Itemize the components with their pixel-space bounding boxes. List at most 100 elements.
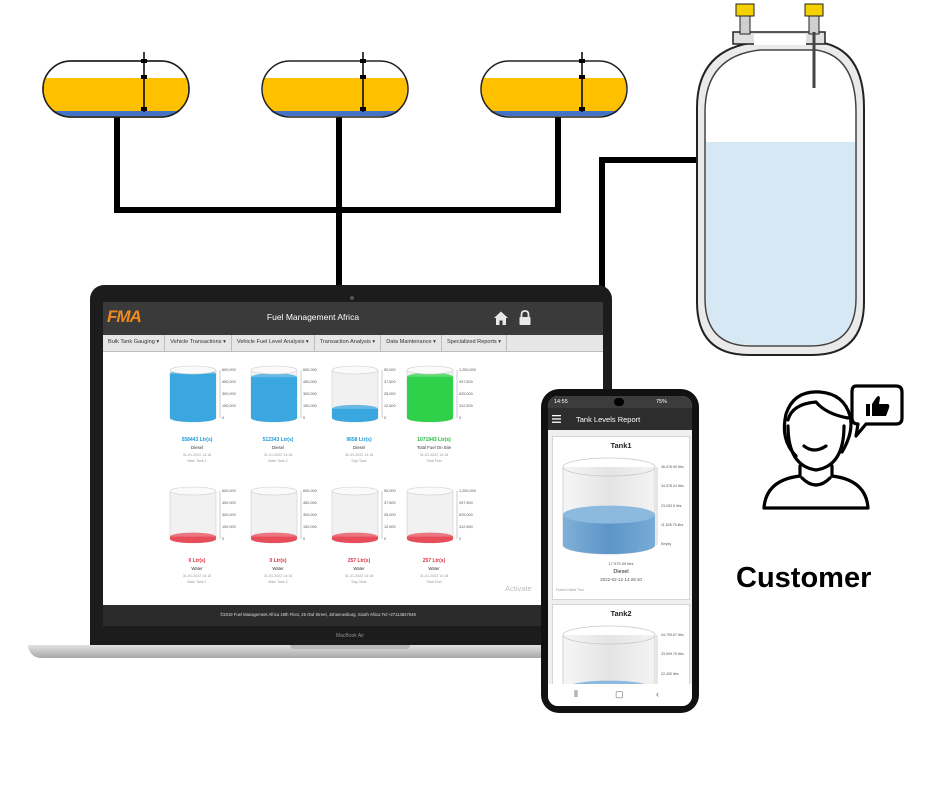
tank-card-title: Tank2	[610, 609, 632, 618]
tank-tick-label: 25,000	[384, 392, 396, 396]
tank-tick-label: 37,500	[384, 501, 396, 505]
laptop-screen: FMA Fuel Management Africa Bulk Tank Gau…	[103, 302, 603, 626]
tank-tick-label: 450,000	[222, 380, 236, 384]
tank-card-2: Tank2 44,799.67 litrs 33,599.75 litrs 22…	[552, 604, 690, 703]
tank-tick-label: 37,500	[384, 380, 396, 384]
tank-tick-label: 0	[303, 416, 306, 420]
tank-tick-label: 625,000	[459, 392, 473, 396]
tank-cylinder	[169, 486, 221, 544]
tank-tick-label: 0	[459, 416, 462, 420]
phone-time: 14:55	[554, 399, 568, 405]
nav-data-maintenance[interactable]: Data Maintenance ▾	[381, 335, 442, 351]
tank-date: 31-01-2022 14:18	[419, 453, 449, 457]
tank-tick-label: 312,500	[459, 525, 473, 529]
tank-tick-label: 25,000	[384, 513, 396, 517]
tank-name: Main Tank 2	[268, 459, 288, 463]
customer-icon	[762, 384, 904, 510]
tank-date: 31-01-2022 14:18	[344, 574, 374, 578]
tank-tick-label: 150,000	[303, 525, 317, 529]
tank-name: Total Fuel	[426, 580, 442, 584]
tank2-tick-1: 44,799.67 litrs	[661, 633, 684, 637]
tank-tick-label: 0	[459, 537, 462, 541]
back-button[interactable]: ‹	[656, 689, 659, 699]
laptop-notch	[290, 645, 410, 649]
home-icon[interactable]	[493, 310, 509, 326]
tank-type: Total Fuel On Site	[416, 445, 452, 450]
app-title: Fuel Management Africa	[266, 312, 360, 322]
tank-cylinder	[331, 486, 383, 544]
tank-tick-label: 1,250,000	[459, 368, 476, 372]
tank1-tick-1: 46,076.99 litrs	[661, 465, 684, 469]
chart-credit: FusionCharts Trial	[556, 588, 584, 592]
tank-tick-label: 12,500	[384, 525, 396, 529]
tank-type: Diesel	[191, 445, 203, 450]
nav-bulk-tank-gauging[interactable]: Bulk Tank Gauging ▾	[103, 335, 166, 351]
lock-icon[interactable]	[518, 310, 532, 326]
tank-cylinder	[406, 365, 458, 423]
horizontal-tank-1	[42, 52, 190, 118]
nav-transaction-analysis[interactable]: Transaction Analysis ▾	[315, 335, 382, 351]
tank-type: Water	[191, 566, 203, 571]
tank-type: Water	[428, 566, 440, 571]
tank-date: 31-01-2022 14:18	[182, 453, 212, 457]
laptop-camera	[350, 296, 354, 300]
tank-tick-label: 0	[222, 416, 225, 420]
tank-amount: 0 Ltr(s)	[188, 558, 206, 564]
tank-cylinder	[406, 486, 458, 544]
tank-amount: 9658 Ltr(s)	[346, 437, 372, 443]
tank-card-title: Tank1	[610, 441, 632, 450]
tank2-tick-2: 33,599.75 litrs	[661, 652, 684, 656]
menu-icon[interactable]	[552, 415, 561, 423]
footer-text: ©2019 Fuel Management Africa 19th Floor,…	[220, 612, 416, 617]
nav-vehicle-fuel-level-analysis[interactable]: Vehicle Fuel Level Analysis ▾	[232, 335, 315, 351]
tank1-value: 17,979.39 litrs	[608, 561, 634, 566]
app-header: FMA Fuel Management Africa	[103, 302, 603, 335]
tank-tick-label: 300,000	[303, 513, 317, 517]
tank-date: 31-01-2022 14:18	[419, 574, 449, 578]
tank-tick-label: 50,000	[384, 489, 396, 493]
tank-cylinder	[169, 365, 221, 423]
app-nav-bar: Bulk Tank Gauging ▾ Vehicle Transactions…	[103, 335, 603, 352]
liquid-level	[251, 377, 297, 422]
tank-type: Water	[272, 566, 284, 571]
tank-date: 31-01-2022 14:18	[344, 453, 374, 457]
tank-type: Water	[353, 566, 365, 571]
customer-label: Customer	[736, 562, 872, 594]
recent-apps-button[interactable]: ⦀	[574, 689, 578, 699]
tank-name: Total Fuel	[426, 459, 442, 463]
tank1-tick-4: 11,526.75 litrs	[661, 523, 684, 527]
tank1-tick-3: 23,053.5 litrs	[661, 504, 682, 508]
tank-amount: 0 Ltr(s)	[269, 558, 287, 564]
tank-tick-label: 450,000	[303, 501, 317, 505]
tank-amount: 257 Ltr(s)	[347, 558, 371, 564]
tank-tick-label: 600,000	[303, 368, 317, 372]
tank-card-1: Tank1 46,076.99 litrs 34,578.24 litrs 23…	[552, 436, 690, 600]
tank-tick-label: 600,000	[303, 489, 317, 493]
tank-amount: 1071943 Ltr(s)	[417, 437, 451, 443]
home-button[interactable]: ▢	[615, 689, 624, 699]
tank-name: Day Tank	[351, 580, 367, 584]
tank-tick-label: 450,000	[222, 501, 236, 505]
tank-date: 31-01-2022 14:18	[182, 574, 212, 578]
tank1-date: 2022-02-12 14:28:10	[600, 577, 642, 582]
tank-tick-label: 50,000	[384, 368, 396, 372]
app-logo: FMA	[107, 307, 142, 326]
tank-tick-label: 937,500	[459, 380, 473, 384]
horizontal-tank-3	[480, 52, 628, 118]
nav-specialized-reports[interactable]: Specialized Reports ▾	[442, 335, 508, 351]
liquid-level	[170, 373, 216, 422]
tank1-gauge	[562, 457, 658, 555]
vertical-vessel	[696, 3, 865, 356]
tank-tick-label: 300,000	[222, 513, 236, 517]
tank-tick-label: 150,000	[303, 404, 317, 408]
tank-tick-label: 150,000	[222, 525, 236, 529]
tank-tick-label: 0	[303, 537, 306, 541]
nav-vehicle-transactions[interactable]: Vehicle Transactions ▾	[165, 335, 232, 351]
tank-tick-label: 600,000	[222, 368, 236, 372]
